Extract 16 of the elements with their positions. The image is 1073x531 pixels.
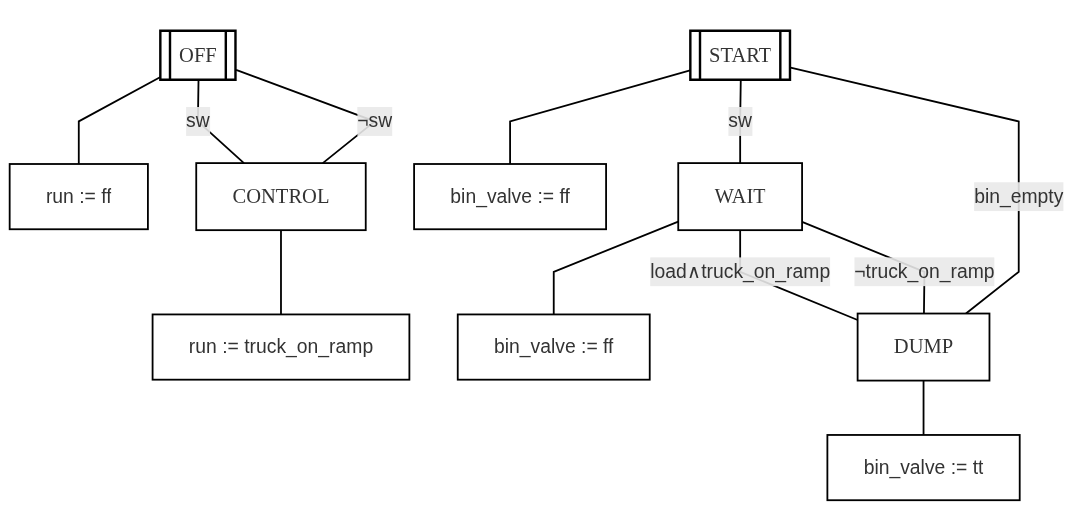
edge-label: ¬sw bbox=[357, 110, 393, 132]
edge-label: bin_empty bbox=[974, 185, 1064, 207]
node-box: bin_valve := ff bbox=[456, 313, 651, 381]
edge-label: load∧truck_on_ramp bbox=[650, 260, 831, 282]
node-box: WAIT bbox=[677, 162, 803, 232]
node-box: run := truck_on_ramp bbox=[151, 313, 411, 381]
node-box: run := ff bbox=[8, 163, 149, 231]
connector bbox=[280, 229, 282, 316]
connector bbox=[922, 379, 925, 436]
edge-label: ¬truck_on_ramp bbox=[854, 260, 995, 282]
edge-label: sw bbox=[186, 110, 210, 132]
node-box: bin_valve := ff bbox=[413, 163, 607, 231]
node-box: CONTROL bbox=[195, 162, 367, 232]
node-box: bin_valve := tt bbox=[826, 434, 1021, 502]
node-box: DUMP bbox=[856, 312, 991, 382]
edge-label: sw bbox=[728, 110, 752, 132]
